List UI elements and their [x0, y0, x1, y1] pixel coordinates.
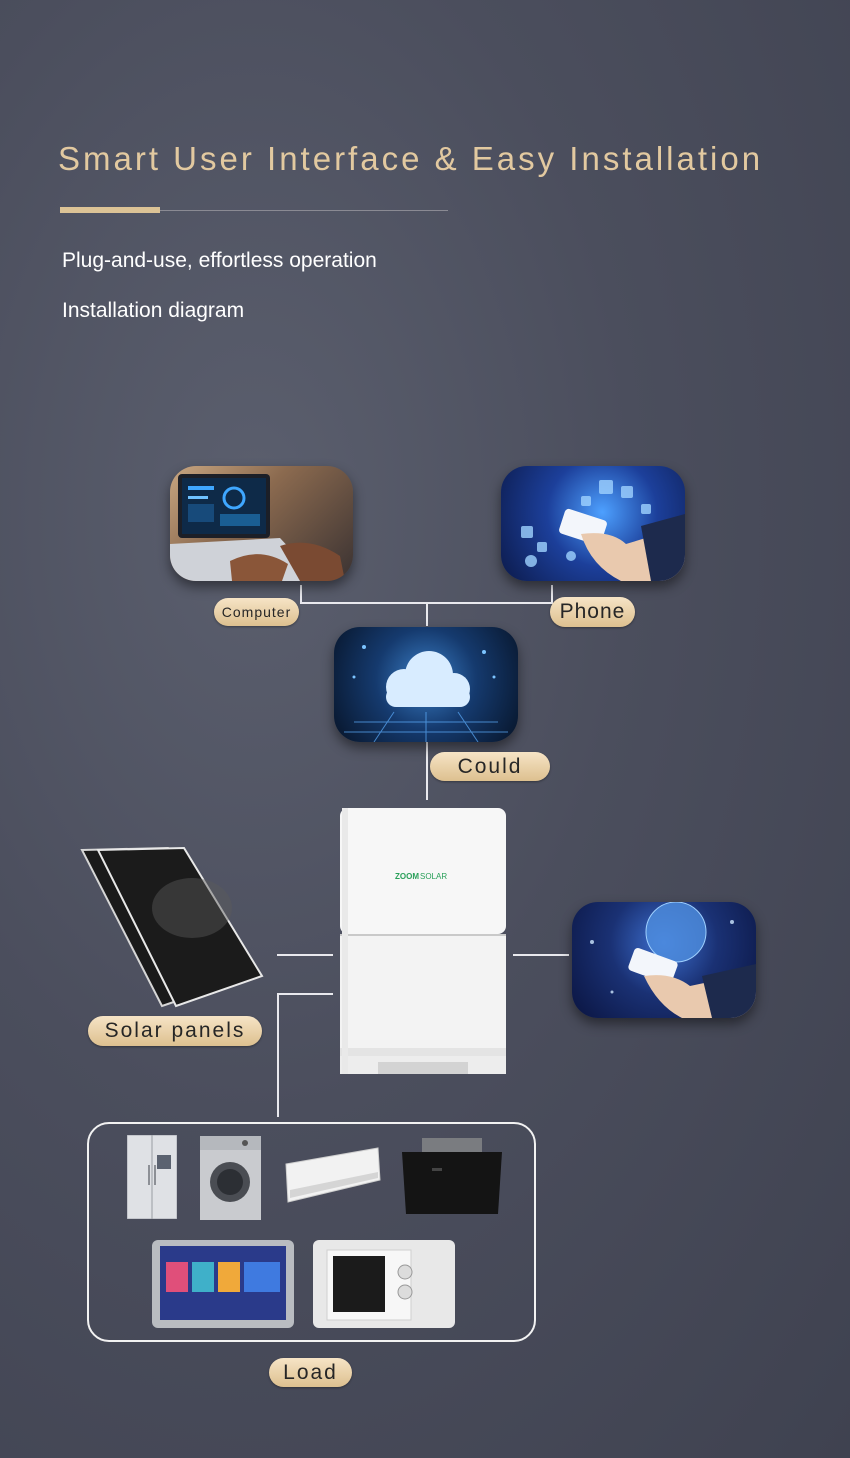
connector-line: [513, 954, 569, 956]
connector-line: [300, 585, 302, 603]
refrigerator-icon: [126, 1134, 178, 1220]
cloud-label: Could: [430, 752, 550, 781]
load-label: Load: [269, 1358, 352, 1387]
phone-image: [501, 466, 685, 581]
air-conditioner-icon: [282, 1144, 382, 1204]
section-label: Installation diagram: [62, 299, 245, 322]
title-accent-bar: [60, 207, 160, 213]
battery-unit-image: ZOOMSOLAR: [340, 808, 506, 1074]
cloud-image: [334, 627, 518, 742]
load-appliances-box: [87, 1122, 536, 1342]
title-divider: [60, 210, 448, 211]
battery-brand-logo: ZOOMSOLAR: [395, 872, 448, 881]
solar-panels-image: [80, 846, 266, 1010]
solar-panels-label: Solar panels: [88, 1016, 262, 1046]
computer-image: [170, 466, 353, 581]
microwave-icon: [313, 1240, 455, 1328]
washing-machine-icon: [200, 1136, 261, 1220]
connector-line: [277, 954, 333, 956]
computer-label: Computer: [214, 598, 299, 626]
page-title: Smart User Interface & Easy Installation: [58, 140, 764, 177]
phone-label: Phone: [550, 597, 635, 627]
phone-globe-image: [572, 902, 756, 1018]
subtitle: Plug-and-use, effortless operation: [62, 249, 377, 272]
connector-line: [426, 602, 428, 626]
television-icon: [152, 1240, 294, 1328]
connector-line: [277, 993, 333, 995]
connector-line: [551, 585, 553, 603]
connector-line: [426, 742, 428, 800]
connector-line: [277, 993, 279, 1117]
range-hood-icon: [402, 1138, 502, 1216]
